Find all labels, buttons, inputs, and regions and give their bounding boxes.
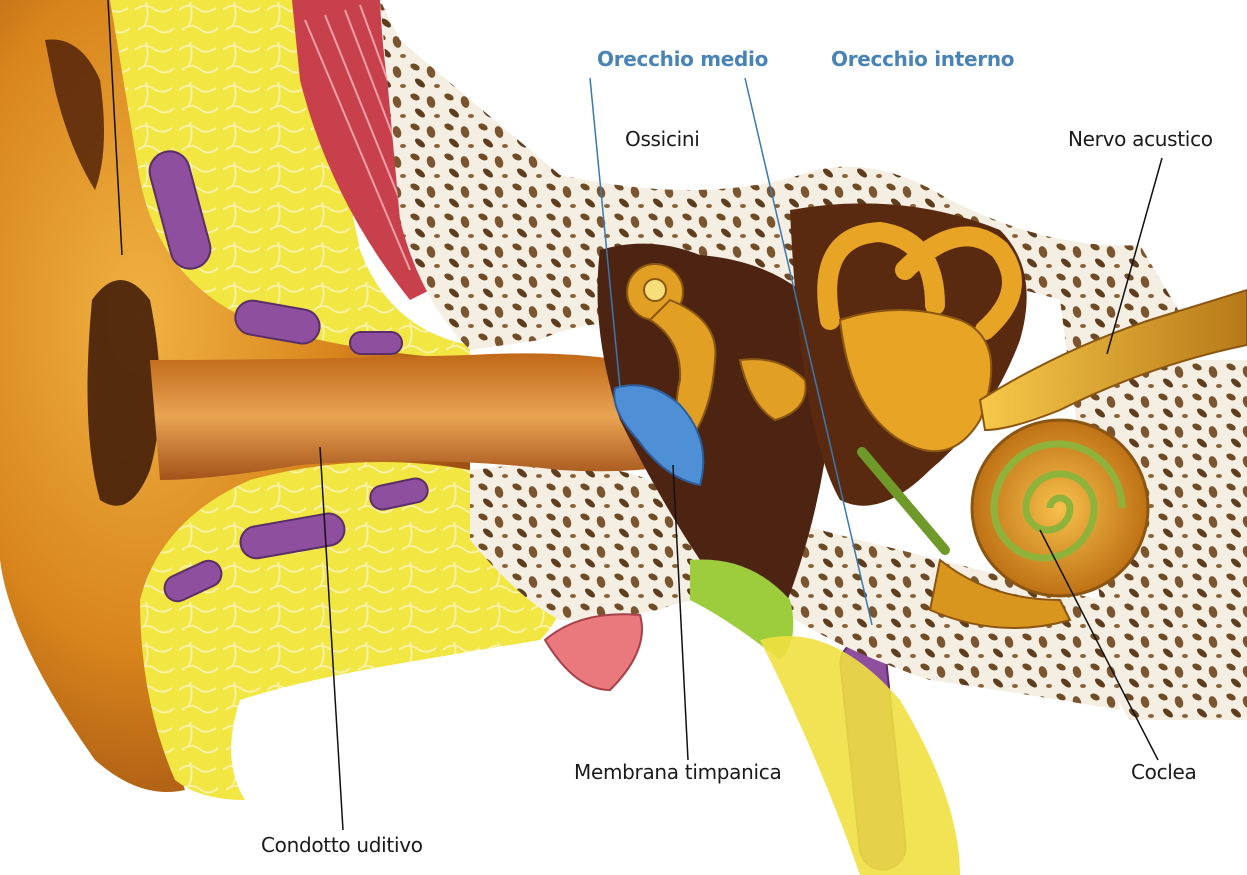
label-orecchio-medio: Orecchio medio xyxy=(597,47,768,71)
pinna-shadow xyxy=(88,280,161,506)
cartilage-pink xyxy=(545,614,642,690)
label-orecchio-interno: Orecchio interno xyxy=(831,47,1014,71)
label-condotto-uditivo: Condotto uditivo xyxy=(261,833,423,857)
label-coclea: Coclea xyxy=(1131,760,1197,784)
label-nervo-acustico: Nervo acustico xyxy=(1068,127,1213,151)
label-ossicini: Ossicini xyxy=(625,127,700,151)
label-membrana-timpanica: Membrana timpanica xyxy=(574,760,781,784)
